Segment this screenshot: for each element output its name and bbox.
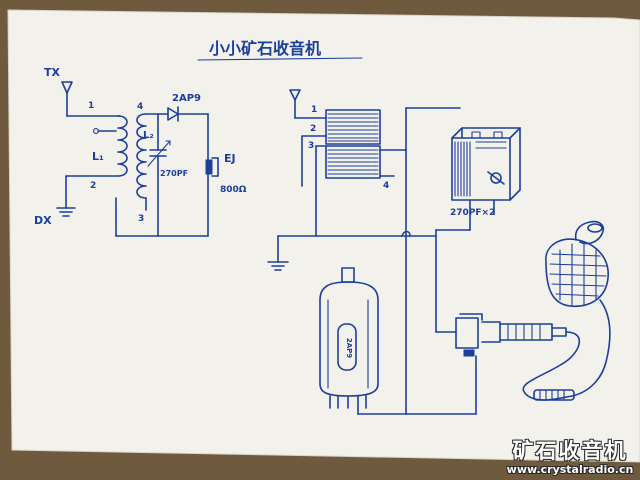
cable-plug-icon [533,389,575,401]
schematic: TX 1 L₁ L₂ 4 2 DX 2AP9 [34,66,247,237]
earphone-label: EJ [224,152,236,165]
title-underline [197,57,363,61]
terminal-3-label: 3 [138,214,144,224]
ground-icon-2 [267,261,289,271]
antenna-icon [61,81,73,117]
antenna-icon-2 [289,89,301,119]
terminal-2-label: 2 [90,181,96,191]
watermark-url: www.crystalradio.cn [506,463,634,476]
earphone-piece-icon [545,220,609,307]
diode-tube-text: 2AP9 [345,338,353,358]
wiring-terminal-1: 1 [311,105,317,115]
ground-icon [56,207,76,217]
coil-upper-icon [325,109,381,145]
terminal-1-label: 1 [88,101,94,111]
wiring-terminal-3: 3 [308,141,314,151]
wiring-diagram: 1 2 3 4 [267,89,611,415]
coil-lower-icon [325,145,381,179]
coil-l2 [136,113,147,199]
diode-tube-icon [319,267,379,409]
watermark: 矿石收音机 www.crystalradio.cn [506,439,634,476]
coil-l1 [117,115,128,177]
wiring-capacitor-label: 270PF×2 [450,208,495,218]
earphone-impedance: 800Ω [220,185,247,195]
wiring-terminal-4: 4 [383,181,389,191]
variable-capacitor-box-icon [451,127,521,201]
earphone-icon [205,157,219,177]
capacitor-label: 270PF [160,169,188,178]
drawing-title: 小小矿石收音机 [209,39,321,58]
coil-l2-label: L₂ [143,130,154,141]
diode-label: 2AP9 [172,93,201,104]
antenna-label: TX [44,66,61,79]
coil-l1-label: L₁ [92,150,104,163]
watermark-title: 矿石收音机 [512,439,628,463]
variable-capacitor-icon [147,140,171,167]
ground-label: DX [34,214,52,227]
terminal-4-label: 4 [137,102,143,112]
wiring-terminal-2: 2 [310,124,316,134]
